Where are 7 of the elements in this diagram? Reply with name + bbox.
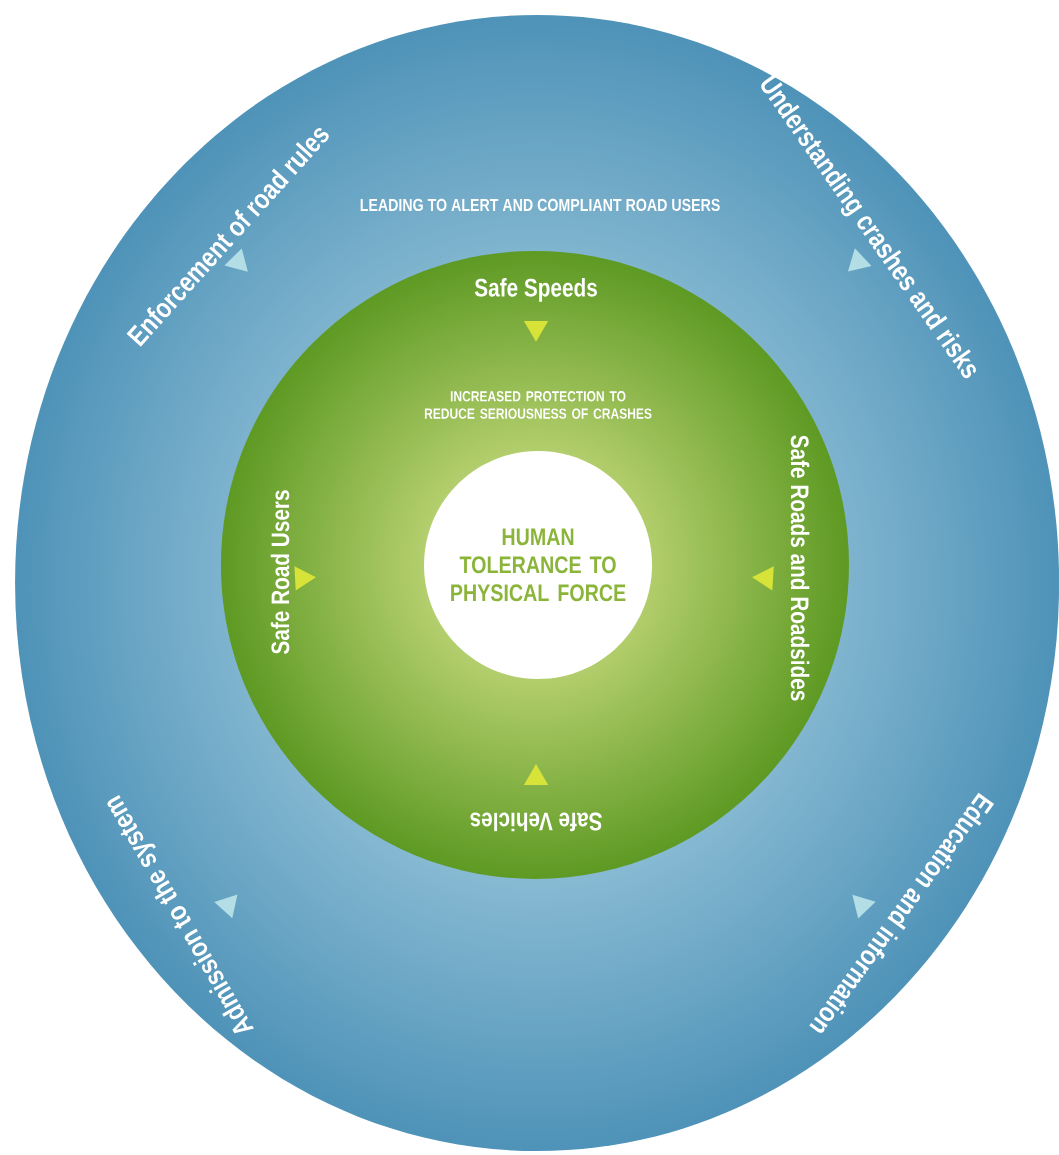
- segment-label: Safe Road Users: [270, 490, 290, 654]
- ring-caption: INCREASED PROTECTION TO REDUCE SERIOUSNESS OF CRASHES: [424, 391, 652, 419]
- segment-label: Safe Roads and Roadsides: [790, 435, 810, 701]
- segment-label: Safe Speeds: [474, 278, 597, 302]
- center-label: HUMAN TOLERANCE TO PHYSICAL FORCE: [451, 528, 626, 602]
- segment-label: Safe Vehicles: [470, 812, 602, 832]
- ring-caption: LEADING TO ALERT AND COMPLIANT ROAD USERS: [360, 198, 720, 212]
